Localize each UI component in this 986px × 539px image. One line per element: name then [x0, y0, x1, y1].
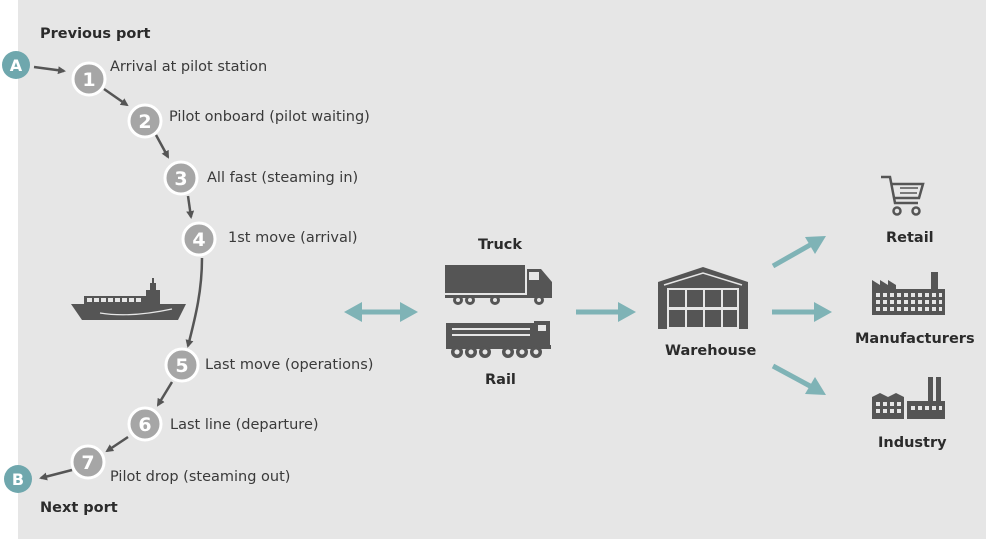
truck-icon: [445, 265, 552, 305]
step-2-number: 2: [138, 111, 151, 133]
warehouse-to-industry-arrow: [771, 363, 826, 395]
connector-3-4: [186, 195, 195, 219]
step-3-number: 3: [174, 168, 187, 190]
port-b-marker: B: [4, 465, 32, 493]
port-b-letter: B: [12, 470, 24, 489]
step-7: 7: [70, 444, 106, 480]
transport-to-warehouse-arrow: [576, 302, 636, 322]
step-4-label: 1st move (arrival): [228, 230, 358, 246]
connector-7-b: [39, 468, 73, 481]
connector-1-2: [103, 87, 129, 107]
industry-icon: [872, 377, 945, 419]
port-a-marker: A: [2, 51, 30, 79]
container-ship-icon: [71, 278, 186, 320]
retail-label: Retail: [886, 230, 934, 246]
step-5: 5: [164, 347, 200, 383]
warehouse-icon: [658, 267, 748, 329]
step-2-label: Pilot onboard (pilot waiting): [169, 109, 370, 125]
rail-label: Rail: [485, 372, 516, 388]
step-3: 3: [163, 160, 199, 196]
warehouse-to-manufacturers-arrow: [772, 302, 832, 322]
connector-2-3: [154, 134, 170, 159]
locomotive-icon: [446, 321, 551, 358]
step-5-label: Last move (operations): [205, 357, 374, 373]
port-a-letter: A: [10, 56, 23, 75]
connector-a-1: [33, 65, 66, 75]
port-transport-double-arrow: [344, 302, 418, 322]
step-1-label: Arrival at pilot station: [110, 59, 268, 75]
industry-label: Industry: [878, 435, 947, 451]
connector-5-6: [156, 381, 174, 407]
warehouse-to-retail-arrow: [771, 236, 826, 269]
step-1-number: 1: [82, 69, 95, 91]
step-7-number: 7: [81, 452, 94, 474]
next-port-label: Next port: [40, 500, 118, 516]
step-4: 4: [181, 221, 217, 257]
factory-icon: [872, 272, 945, 315]
warehouse-label: Warehouse: [665, 343, 757, 359]
manufacturers-label: Manufacturers: [855, 331, 975, 347]
step-1: 1: [71, 61, 107, 97]
step-circles: 1 2 3 4 5 6 7: [70, 61, 217, 480]
shopping-cart-icon: [881, 175, 925, 216]
previous-port-label: Previous port: [40, 26, 151, 42]
flow-connectors: [33, 65, 204, 481]
truck-label: Truck: [478, 237, 523, 253]
connector-6-7: [105, 435, 129, 453]
step-3-label: All fast (steaming in): [207, 170, 359, 186]
step-4-number: 4: [192, 229, 205, 251]
step-5-number: 5: [175, 355, 188, 377]
step-6: 6: [127, 406, 163, 442]
step-6-label: Last line (departure): [170, 417, 319, 433]
step-7-label: Pilot drop (steaming out): [110, 469, 291, 485]
step-6-number: 6: [138, 414, 151, 436]
step-2: 2: [127, 103, 163, 139]
connector-4-5: [185, 257, 204, 348]
